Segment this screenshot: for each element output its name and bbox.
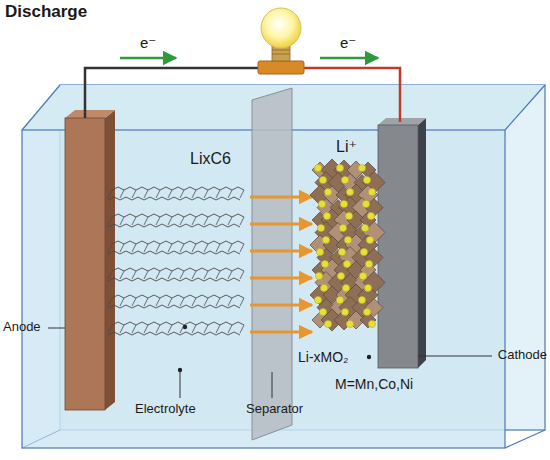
ion-arrows [250,197,312,332]
leader-dot [183,325,187,329]
leader-dot [178,368,182,372]
part-label: Anode [3,320,41,335]
wire [85,68,262,118]
cathode-material-label: Li-xMO₂ [298,349,349,365]
leader-line [418,356,492,357]
part-label: Electrolyte [135,402,196,417]
electron-arrow [320,57,378,60]
ion-label: Li⁺ [336,138,357,156]
electron-label: e⁻ [340,34,356,51]
wire [300,68,400,122]
leader-line [180,372,181,398]
electron-label: e⁻ [140,34,156,51]
bulb-holder [258,61,304,74]
electron-arrow [120,57,176,60]
leader-line [48,328,65,329]
leader-line [272,372,273,398]
light-bulb [261,8,301,61]
cell-container [22,85,545,448]
leader-dot [367,355,371,359]
anode-material-label: LixC6 [190,150,231,168]
formula-note: M=Mn,Co,Ni [335,376,413,392]
graphite-layers [108,187,244,335]
oxide-crystal [310,159,385,331]
diagram-title: Discharge [5,2,87,22]
part-label: Separator [246,402,303,417]
part-label: Cathode [498,348,547,363]
separator-sheet [252,88,292,440]
cathode-plate [378,118,426,368]
anode-plate [65,110,115,410]
